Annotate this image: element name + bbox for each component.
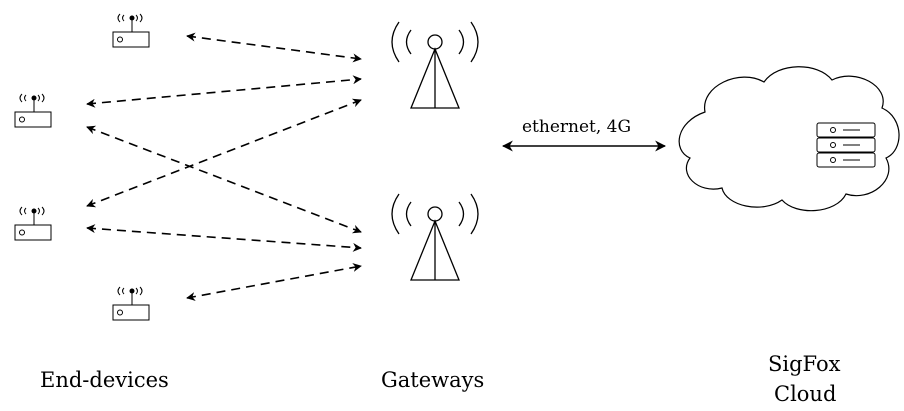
link-device4-gateway-bottom: [186, 263, 362, 301]
server-stack-icon: [816, 122, 876, 168]
end-device-4: [112, 286, 150, 321]
device-antenna-icon: [19, 206, 45, 225]
device-box: [14, 111, 52, 128]
end-devices-label: End-devices: [40, 368, 169, 392]
cloud-label-line1: SigFox: [768, 352, 841, 376]
device-led: [117, 309, 123, 316]
link-device2-gateway-top: [86, 75, 362, 108]
link-device1-gateway-top: [186, 32, 362, 63]
gateway-top: [391, 21, 479, 109]
device-antenna-dot: [129, 15, 135, 21]
gateway-bottom: [391, 193, 479, 281]
link-device3-gateway-top: [86, 98, 362, 208]
link-device2-gateway-bottom: [86, 125, 362, 234]
device-antenna-dot: [31, 208, 37, 214]
cloud-icon: [678, 66, 900, 212]
device-antenna-dot: [129, 288, 135, 294]
device-led: [19, 229, 25, 236]
device-antenna-dot: [31, 95, 37, 101]
device-box: [14, 224, 52, 241]
end-device-3: [14, 206, 52, 241]
gateway-antenna-icon: [391, 193, 479, 281]
gateways-label: Gateways: [381, 368, 485, 392]
device-led: [117, 36, 123, 43]
end-device-1: [112, 13, 150, 48]
device-led: [19, 116, 25, 123]
device-box: [112, 304, 150, 321]
link-label: ethernet, 4G: [522, 117, 632, 137]
cloud-label-line2: Cloud: [774, 382, 837, 406]
device-box: [112, 31, 150, 48]
end-device-2: [14, 93, 52, 128]
link-device3-gateway-bottom: [86, 224, 362, 252]
sigfox-cloud: [678, 66, 900, 212]
gateway-antenna-icon: [391, 21, 479, 109]
